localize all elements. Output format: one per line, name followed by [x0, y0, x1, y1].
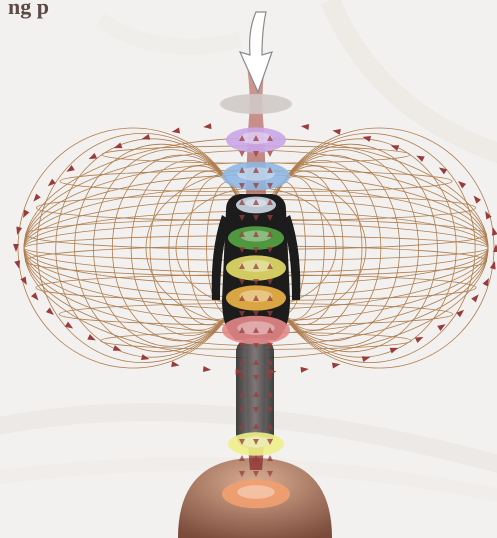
outer-flow-arrow-icon: [362, 134, 371, 142]
outer-flow-arrow-icon: [87, 153, 97, 162]
outer-flow-arrow-icon: [46, 179, 56, 189]
outer-flow-arrow-icon: [14, 226, 22, 235]
upper-halo-disc: [220, 94, 292, 114]
outer-flow-arrow-icon: [362, 354, 371, 362]
outer-flow-arrow-icon: [437, 322, 447, 331]
outer-flow-arrow-icon: [415, 334, 425, 343]
outer-flow-arrow-icon: [65, 322, 75, 331]
outer-flow-arrow-icon: [332, 128, 341, 135]
outer-flow-arrow-icon: [171, 361, 180, 368]
outer-flow-arrow-icon: [141, 354, 150, 362]
outer-flow-arrow-icon: [203, 366, 212, 373]
outer-flow-arrow-icon: [437, 165, 447, 174]
outer-flow-arrow-icon: [471, 194, 481, 204]
outer-flow-arrow-icon: [141, 134, 150, 142]
outer-flow-arrow-icon: [87, 334, 97, 343]
column-arrow-icon: [239, 151, 245, 157]
outer-flow-arrow-icon: [113, 143, 123, 151]
outer-flow-arrow-icon: [113, 345, 123, 353]
outer-flow-arrow-icon: [46, 308, 56, 318]
outer-flow-arrow-icon: [390, 143, 400, 151]
outer-flow-arrow-icon: [171, 128, 180, 135]
outer-flow-arrow-icon: [332, 361, 341, 368]
outer-flow-arrow-icon: [301, 366, 310, 373]
column-arrow-icon: [267, 455, 273, 461]
top-incoming-arrow-icon: [240, 12, 272, 92]
outer-flow-arrow-icon: [456, 179, 466, 189]
caption-text: ng p: [8, 0, 49, 20]
outer-flow-arrow-icon: [456, 308, 466, 318]
outer-flow-arrow-icon: [301, 123, 310, 130]
outer-flow-arrow-icon: [203, 123, 212, 130]
outer-flow-arrow-icon: [14, 260, 22, 269]
outer-flow-arrow-icon: [390, 345, 400, 353]
column-arrow-icon: [267, 151, 273, 157]
outer-flow-arrow-icon: [490, 226, 497, 235]
outer-flow-arrow-icon: [415, 153, 425, 162]
outer-flow-arrow-icon: [31, 194, 41, 204]
outer-flow-arrow-icon: [65, 165, 75, 174]
foot-chakra-highlight: [237, 485, 274, 499]
outer-flow-arrow-icon: [471, 292, 481, 302]
outer-flow-arrow-icon: [31, 292, 41, 302]
